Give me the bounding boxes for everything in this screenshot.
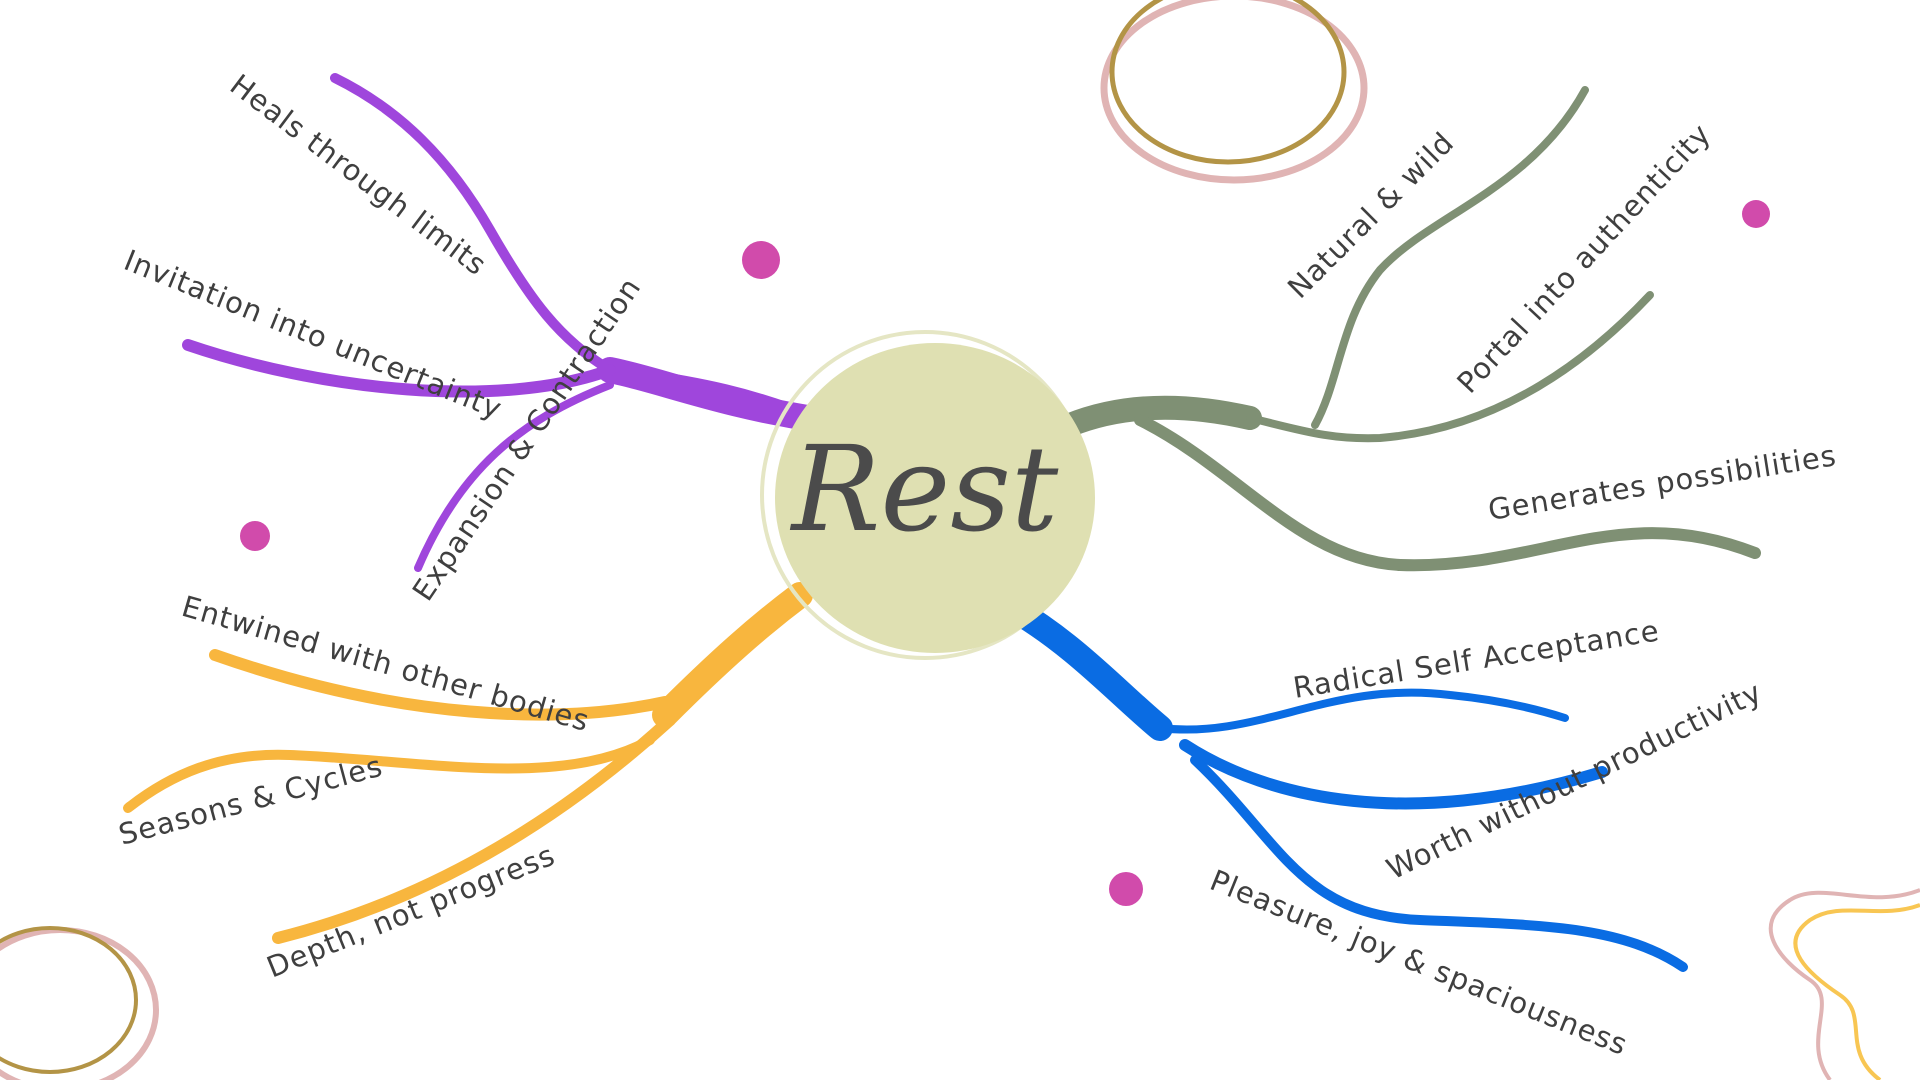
branch-sage — [1058, 86, 1761, 572]
leaf-label: Depth, not progress — [262, 838, 560, 985]
leaf-label: Worth without productivity — [1381, 675, 1767, 887]
leaf-label: Radical Self Acceptance — [1291, 613, 1662, 705]
leaf-label: Pleasure, joy & spaciousness — [1205, 863, 1632, 1062]
dot — [1109, 872, 1143, 906]
leaf-label: Seasons & Cycles — [115, 749, 386, 852]
decor-loop-top — [1100, 0, 1368, 184]
decor-squiggle-bottom-right — [1768, 888, 1920, 1080]
leaf-label: Generates possibilities — [1486, 438, 1839, 527]
central-label: Rest — [790, 420, 1059, 558]
branch-blue — [1002, 597, 1688, 972]
branch-orange — [123, 582, 813, 944]
dot — [1742, 200, 1770, 228]
dot — [742, 241, 780, 279]
decor-loop-bottom-left — [0, 926, 159, 1080]
branch-label: Expansion & Contraction — [406, 271, 648, 607]
central-blob — [775, 343, 1095, 653]
dot — [240, 521, 270, 551]
decor-dots — [240, 200, 1770, 906]
leaf-label: Invitation into uncertainty — [119, 243, 507, 426]
central-node: Rest — [760, 330, 1095, 660]
